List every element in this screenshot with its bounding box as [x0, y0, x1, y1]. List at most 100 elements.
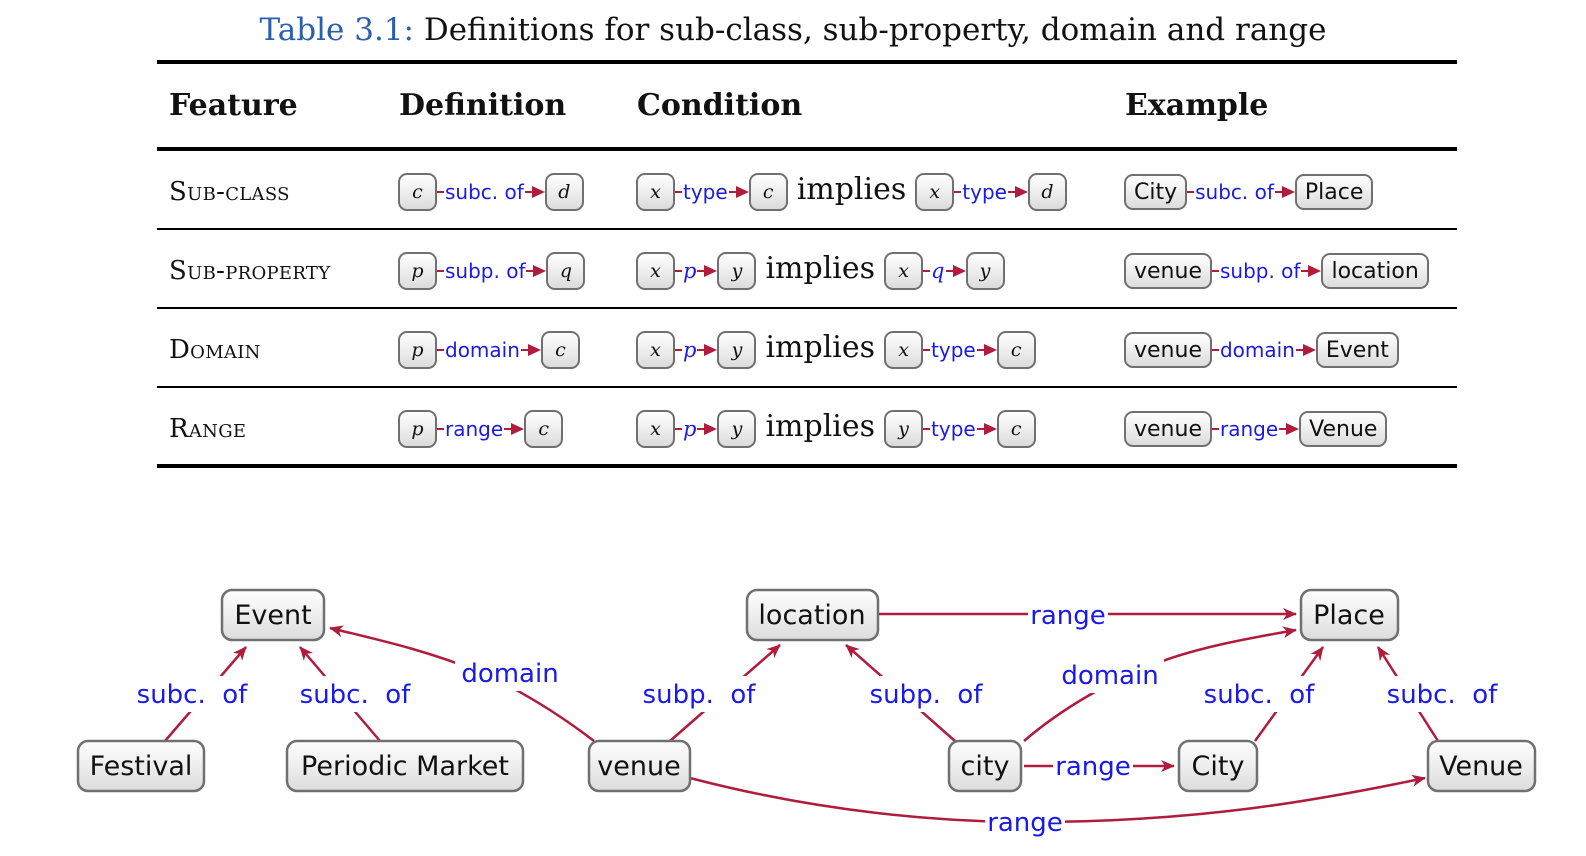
header-example: Example — [1125, 88, 1269, 123]
node: p — [398, 410, 437, 448]
example-range: venue range Venue — [1124, 409, 1388, 449]
node: y — [965, 252, 1005, 290]
condition-sub-class: x type c implies x type d — [636, 172, 1067, 212]
node-event — [220, 588, 326, 642]
feature-domain: Domain — [169, 335, 261, 365]
node: Venue — [1299, 411, 1388, 447]
definition-domain: p domain c — [398, 330, 580, 370]
node: c — [996, 331, 1036, 369]
table-top-rule — [157, 60, 1457, 64]
definition-range: p range c — [398, 409, 564, 449]
node-label-festival: Festival — [90, 751, 193, 782]
caption-title: Definitions for sub-class, sub-property,… — [413, 12, 1327, 48]
edge-arrow: range — [437, 417, 525, 441]
edge-label-city-place: domain — [1061, 661, 1158, 691]
feature-sub-property: Sub-property — [169, 256, 331, 286]
edge-arrow: subp. of — [437, 259, 547, 283]
condition-sub-property: x p y implies x q y — [636, 251, 1005, 291]
schema-graph: subc. of subc. of domain subp. of subp. … — [76, 588, 1537, 840]
edge-arrow: domain — [1211, 338, 1316, 362]
table-header-rule — [157, 147, 1457, 151]
node: c — [748, 173, 788, 211]
edge-label: domain — [1219, 338, 1295, 362]
edge-label: p — [683, 417, 697, 441]
node-label-location: location — [758, 600, 865, 631]
node-periodic-market — [285, 739, 525, 793]
feature-sub-class: Sub-class — [169, 177, 290, 207]
implies-text: implies — [765, 408, 876, 444]
label-bg — [864, 676, 988, 712]
label-bg — [1056, 657, 1164, 693]
arrow-head-icon — [735, 186, 749, 198]
edge-label-cityclass-place: subc. of — [1204, 680, 1316, 710]
edge-label: range — [445, 417, 504, 441]
arrow-head-icon — [1281, 186, 1295, 198]
edge-arrow: domain — [437, 338, 541, 362]
edge-label: type — [962, 180, 1007, 204]
node: p — [398, 331, 437, 369]
node: Place — [1294, 174, 1374, 210]
edge-label-venueclass-place: subc. of — [1387, 680, 1499, 710]
node-label-place: Place — [1313, 600, 1385, 631]
label-bg — [1028, 597, 1108, 633]
example-domain: venue domain Event — [1124, 330, 1399, 370]
node: c — [524, 410, 564, 448]
feature-range: Range — [169, 414, 247, 444]
node-festival — [76, 739, 206, 793]
node: y — [717, 331, 757, 369]
label-bg — [293, 676, 417, 712]
table-bottom-rule — [157, 464, 1457, 468]
arrow-head-icon — [983, 423, 997, 435]
node-city-property — [947, 739, 1023, 793]
node: c — [540, 331, 580, 369]
definition-sub-class: c subc. of d — [398, 172, 584, 212]
edge-label: q — [931, 259, 945, 283]
row-divider — [157, 386, 1457, 388]
edge-label: type — [931, 338, 976, 362]
edge-label: range — [1219, 417, 1279, 441]
caption-number: Table 3.1: — [259, 12, 414, 48]
node-label-city-property: city — [961, 751, 1010, 782]
example-sub-property: venue subp. of location — [1124, 251, 1429, 291]
arrow-head-icon — [533, 265, 547, 277]
arrow-head-icon — [1014, 186, 1028, 198]
implies-text: implies — [765, 329, 876, 365]
edge-label: p — [683, 338, 697, 362]
edge-label-venue-location: subp. of — [643, 680, 757, 710]
node: Event — [1315, 332, 1399, 368]
node-venue-class — [1426, 739, 1537, 793]
header-condition: Condition — [637, 88, 803, 123]
edge-label-city-city: range — [1055, 752, 1131, 782]
condition-range: x p y implies y type c — [636, 409, 1036, 449]
arrow-head-icon — [952, 265, 966, 277]
edge-label-venue-venue: range — [987, 808, 1063, 838]
edge-label: subc. of — [445, 180, 524, 204]
edge-arrow: subp. of — [1211, 259, 1322, 283]
edge-arrow: subc. of — [1187, 180, 1295, 204]
arrow-head-icon — [527, 344, 541, 356]
label-bg — [985, 804, 1065, 840]
implies-text: implies — [765, 250, 876, 286]
node: y — [717, 410, 757, 448]
node: x — [636, 252, 675, 290]
arrow-head-icon — [1308, 265, 1322, 277]
edge-arrow: type — [923, 338, 997, 362]
edge-label-location-place: range — [1030, 601, 1106, 631]
label-bg — [130, 676, 254, 712]
arrow-head-icon — [704, 423, 718, 435]
edge-label: subp. of — [445, 259, 526, 283]
node: d — [544, 173, 584, 211]
definition-sub-property: p subp. of q — [398, 251, 586, 291]
condition-domain: x p y implies x type c — [636, 330, 1036, 370]
edge-label: subp. of — [1219, 259, 1301, 283]
node: c — [996, 410, 1036, 448]
edge-arrow: p — [675, 417, 718, 441]
node-city-class — [1177, 739, 1259, 793]
node: venue — [1124, 332, 1212, 368]
implies-text: implies — [796, 171, 907, 207]
edge-label-market-event: subc. of — [300, 680, 412, 710]
arrow-head-icon — [531, 186, 545, 198]
node: d — [1027, 173, 1067, 211]
label-bg — [637, 676, 761, 712]
edge-label-city-location: subp. of — [870, 680, 984, 710]
